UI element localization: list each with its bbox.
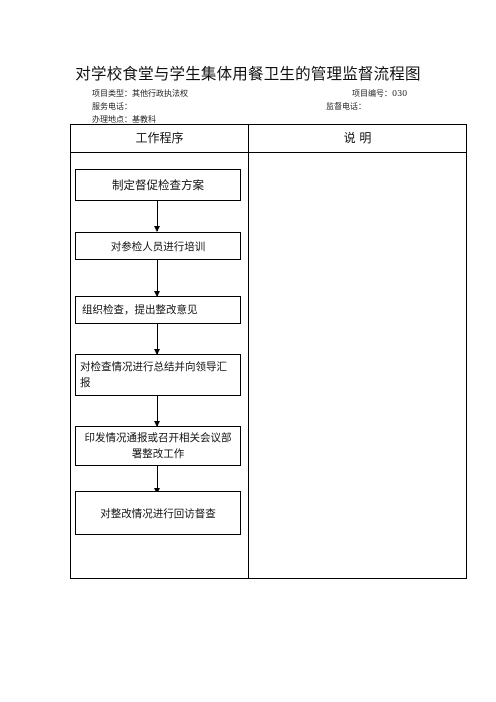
flow-step-2: 对参检人员进行培训 bbox=[75, 232, 241, 260]
service-phone: 服务电话： bbox=[92, 102, 132, 111]
flow-step-4: 对检查情况进行总结并向领导汇报 bbox=[75, 354, 241, 396]
page-title: 对学校食堂与学生集体用餐卫生的管理监督流程图 bbox=[75, 65, 421, 83]
flow-step-3: 组织检查，提出整改意见 bbox=[75, 296, 241, 324]
flow-step-label: 对参检人员进行培训 bbox=[110, 240, 206, 253]
flow-step-label: 对检查情况进行总结并向领导汇报 bbox=[80, 361, 227, 389]
header-description: 说 明 bbox=[343, 131, 372, 145]
flow-arrow bbox=[154, 324, 160, 355]
flow-step-6: 对整改情况进行回访督查 bbox=[75, 491, 241, 535]
flow-step-1: 制定督促检查方案 bbox=[75, 169, 241, 201]
project-number: 项目编号：030 bbox=[352, 89, 408, 98]
flowchart-table: 工作程序 说 明 制定督促检查方案 对参检人员进行培训 组织检查，提出整改意见 … bbox=[70, 124, 467, 579]
flow-step-label: 印发情况通报或召开相关会议部署整改工作 bbox=[84, 432, 232, 460]
flow-arrow bbox=[154, 201, 160, 232]
column-divider bbox=[248, 125, 249, 578]
flow-step-label: 制定督促检查方案 bbox=[112, 178, 204, 192]
supervision-phone: 监督电话： bbox=[326, 102, 366, 111]
project-type: 项目类型：其他行政执法权 bbox=[92, 89, 188, 98]
header-procedure: 工作程序 bbox=[135, 131, 184, 145]
flow-arrow bbox=[154, 396, 160, 427]
flow-step-5: 印发情况通报或召开相关会议部署整改工作 bbox=[75, 426, 241, 466]
header-divider bbox=[71, 152, 466, 153]
flow-arrow bbox=[154, 466, 160, 494]
office-location: 办理地点：基教科 bbox=[92, 115, 156, 124]
flow-step-label: 对整改情况进行回访督查 bbox=[100, 507, 216, 520]
flow-step-label: 组织检查，提出整改意见 bbox=[82, 304, 198, 316]
flow-arrow bbox=[154, 260, 160, 297]
